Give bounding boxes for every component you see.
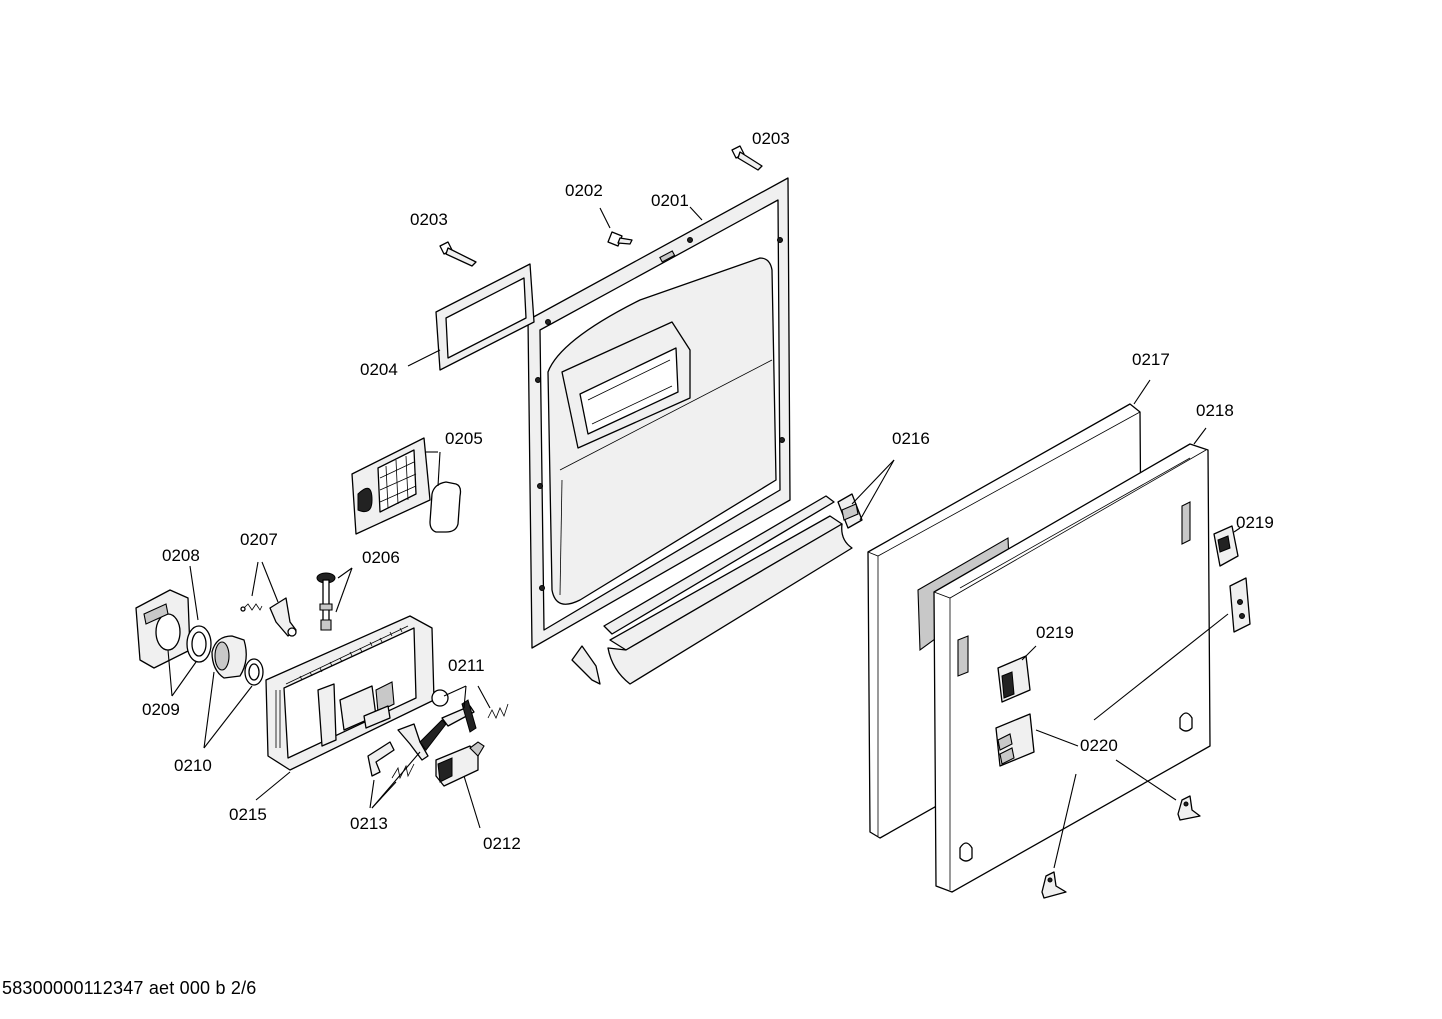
label-0210: 0210 [174,756,212,775]
part-solenoid-0212[interactable] [435,741,485,787]
label-0209: 0209 [142,700,180,719]
label-0216: 0216 [892,429,930,448]
part-bracket-0220-right[interactable] [1229,577,1251,633]
part-hinge-0220-right[interactable] [1177,795,1201,821]
part-handle-strip[interactable] [603,495,853,685]
label-0219-lower: 0219 [1036,623,1074,642]
part-screw-0203-top[interactable] [731,145,763,171]
label-0211: 0211 [448,656,485,675]
label-0218: 0218 [1196,401,1234,420]
label-0213: 0213 [350,814,388,833]
part-hinge-bracket-0216[interactable] [837,493,863,529]
part-hinge-0220-bottom[interactable] [1041,871,1067,899]
label-0204: 0204 [360,360,398,379]
label-0208: 0208 [162,546,200,565]
part-filter-cartridge[interactable] [351,437,431,535]
part-ring-0209[interactable] [186,625,212,663]
part-bracket-0220-center[interactable] [995,713,1035,767]
label-0207: 0207 [240,530,278,549]
label-0202: 0202 [565,181,603,200]
part-clip-0219-lower[interactable] [997,655,1031,703]
part-nozzle-0210[interactable] [211,635,247,679]
part-knob-0206[interactable] [316,572,336,631]
label-0212: 0212 [483,834,521,853]
label-0206: 0206 [362,548,400,567]
part-lever-0211[interactable] [441,699,477,733]
label-0219-upper: 0219 [1236,513,1274,532]
part-filter-insert[interactable] [429,481,462,533]
part-spring-0207[interactable] [240,603,263,612]
part-ball-0211[interactable] [431,689,449,707]
label-0217: 0217 [1132,350,1170,369]
part-inner-door-panel[interactable] [527,177,791,649]
part-screw-0202[interactable] [607,231,633,247]
part-dispenser-housing[interactable] [265,615,435,771]
label-0203-left: 0203 [410,210,448,229]
label-0201: 0201 [651,191,689,210]
part-lever-0207[interactable] [269,597,297,637]
part-screw-0203-left[interactable] [439,241,477,267]
label-0205: 0205 [445,429,483,448]
part-clip-0219-upper[interactable] [1213,525,1239,567]
part-actuator-0213[interactable] [367,719,447,777]
label-0220: 0220 [1080,736,1118,755]
part-cover-0208[interactable] [135,589,191,669]
part-ring-0210[interactable] [244,658,264,686]
label-0203-top: 0203 [752,129,790,148]
label-0215: 0215 [229,805,267,824]
part-decor-panel-0218[interactable] [933,443,1211,893]
part-clip-0216[interactable] [571,645,601,685]
part-window-frame[interactable] [435,263,535,371]
drawing-number: 58300000112347 aet 000 b 2/6 [2,978,257,998]
part-spring-0211[interactable] [487,703,509,719]
